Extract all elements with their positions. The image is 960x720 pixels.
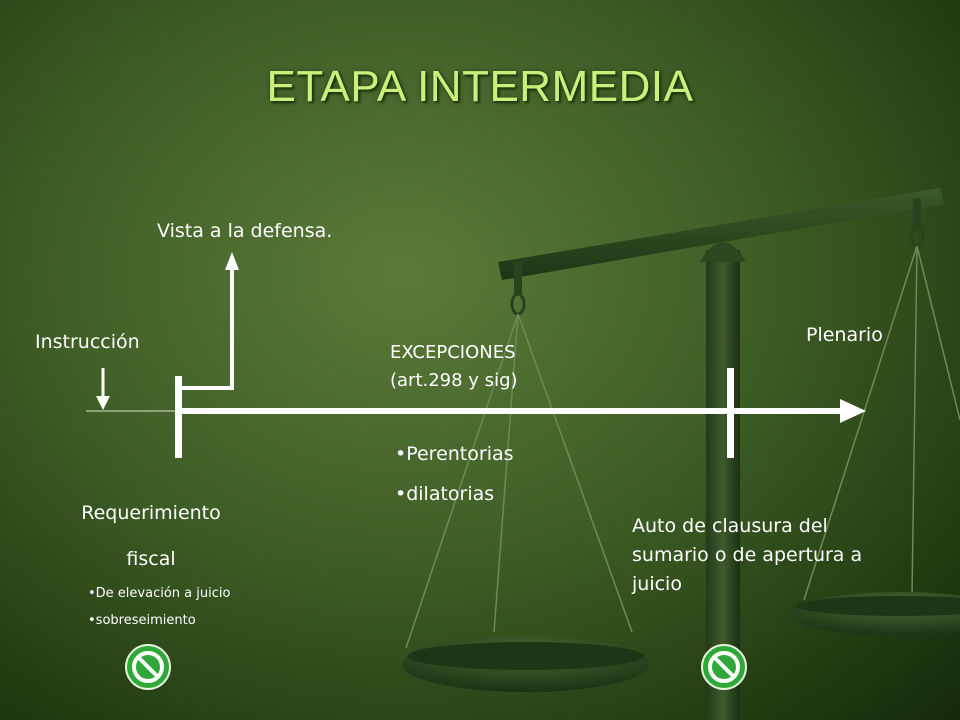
label-requerimiento: Requerimiento fiscal	[75, 490, 227, 582]
tick-requerimiento	[175, 376, 182, 458]
label-plenario: Plenario	[806, 324, 883, 346]
list-item: •Perentorias	[395, 443, 514, 465]
tick-auto-clausura	[727, 368, 734, 458]
branch-vista-arrowhead	[225, 252, 239, 270]
label-requerimiento-line2: fiscal	[126, 548, 176, 570]
no-entry-icon[interactable]	[124, 643, 172, 691]
list-item: •dilatorias	[395, 483, 495, 505]
page-title: ETAPA INTERMEDIA	[266, 62, 694, 111]
label-vista-defensa: Vista a la defensa.	[157, 220, 333, 242]
label-auto-line3: juicio	[632, 573, 682, 595]
list-item: •De elevación a juicio	[88, 586, 231, 601]
instruccion-arrowhead	[96, 396, 110, 410]
label-auto-line1: Auto de clausura del	[632, 515, 828, 537]
label-instruccion: Instrucción	[35, 331, 140, 353]
label-auto-line2: sumario o de apertura a	[632, 544, 863, 566]
excepciones-list: •Perentorias •dilatorias	[395, 445, 514, 525]
label-requerimiento-line1: Requerimiento	[81, 502, 221, 524]
timeline-arrowhead	[840, 399, 866, 423]
label-auto-clausura: Auto de clausura del sumario o de apertu…	[632, 512, 862, 599]
label-excepciones-ref: (art.298 y sig)	[390, 370, 518, 391]
requerimiento-list: •De elevación a juicio •sobreseimiento	[88, 587, 230, 641]
list-item: •sobreseimiento	[88, 613, 196, 628]
label-excepciones-title: EXCEPCIONES	[390, 342, 516, 363]
branch-vista-line	[182, 270, 234, 390]
label-excepciones: EXCEPCIONES (art.298 y sig)	[390, 339, 518, 395]
no-entry-icon[interactable]	[700, 643, 748, 691]
